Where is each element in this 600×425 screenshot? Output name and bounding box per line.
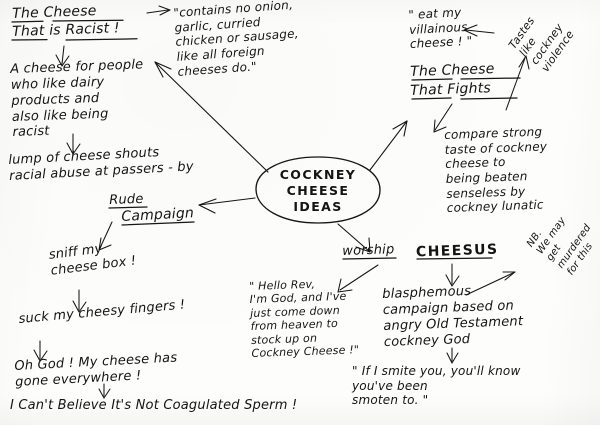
arrowhead-rude bbox=[198, 198, 217, 214]
center-node-line2: CHEESE bbox=[286, 183, 350, 198]
arrowhead-cheesus-quote2 bbox=[446, 352, 459, 364]
branch-fights-heading-line2: That Fights bbox=[410, 80, 492, 99]
arrowhead-fights bbox=[392, 120, 408, 137]
arrowhead-cheesus-detail bbox=[445, 274, 460, 287]
arrowhead-fights-detail bbox=[433, 119, 447, 133]
branch-racist-body: A cheese for people who like dairy produ… bbox=[10, 57, 144, 141]
underline-worship bbox=[342, 257, 397, 260]
arrowhead-slogan4 bbox=[98, 388, 111, 399]
connector-center-to-rude bbox=[198, 197, 256, 206]
underline-fights-cheese bbox=[460, 77, 521, 80]
branch-rude-heading-line1: Rude bbox=[109, 191, 144, 208]
branch-fights-heading-line1: The Cheese bbox=[410, 61, 495, 80]
connector-center-to-fights bbox=[369, 120, 408, 171]
arrowhead-cheesus bbox=[355, 237, 371, 253]
arrowhead-worship-quote bbox=[337, 278, 353, 293]
arrow-racist-heading-to-body bbox=[61, 45, 65, 65]
arrowhead-slogan3 bbox=[33, 349, 48, 362]
arrowhead-cheesus-margin bbox=[502, 271, 516, 281]
branch-cheesus-quote-2: " If I smite you, you'll know you've bee… bbox=[352, 364, 521, 408]
underline-campaign bbox=[121, 221, 195, 226]
branch-cheesus-detail: blasphemous campaign based on angry Old … bbox=[382, 283, 524, 350]
arrowhead-racist-detail bbox=[66, 142, 81, 155]
arrow-fights-to-quote bbox=[465, 29, 495, 34]
connector-center-to-cheesus bbox=[337, 223, 371, 253]
arrowhead-racist bbox=[154, 61, 172, 78]
underline-racist-the bbox=[11, 20, 44, 23]
arrow-racist-to-quote bbox=[146, 9, 169, 14]
arrow-fights-to-detail bbox=[434, 103, 453, 131]
branch-rude-slogan-4: I Can't Believe It's Not Coagulated Sper… bbox=[10, 398, 298, 413]
center-node-line1: COCKNEY bbox=[279, 167, 357, 182]
underline-racist-racist bbox=[65, 38, 138, 41]
arrow-rude-to-slogan1 bbox=[99, 221, 113, 249]
branch-cheesus-heading-line1: worship bbox=[342, 242, 395, 259]
underline-fights-fights bbox=[460, 97, 518, 100]
center-node-line3: IDEAS bbox=[293, 199, 343, 214]
arrowhead-racist-body bbox=[55, 54, 70, 67]
arrowhead-racist-quote bbox=[158, 5, 171, 16]
arrow-cheesus-to-margin bbox=[465, 272, 514, 296]
center-node-ellipse bbox=[255, 156, 381, 224]
underline-rude bbox=[108, 206, 148, 209]
arrowhead-fights-margin bbox=[518, 55, 530, 70]
arrowhead-fights-quote bbox=[463, 24, 478, 37]
branch-fights-quote: " eat my villainous cheese ! " bbox=[408, 5, 473, 52]
arrowhead-slogan2 bbox=[72, 300, 87, 313]
arrow-fights-to-margin bbox=[505, 57, 526, 111]
underline-fights-that bbox=[411, 97, 452, 100]
branch-racist-heading-line1: The Cheese bbox=[12, 3, 97, 22]
branch-fights-detail: compare strong taste of cockney cheese t… bbox=[444, 124, 548, 216]
underline-racist-cheese bbox=[52, 19, 124, 22]
branch-cheesus-quote: " Hello Rev, I'm God, and I've just come… bbox=[249, 277, 360, 360]
arrowhead-rude-slogan1 bbox=[98, 237, 112, 251]
connector-center-to-racist bbox=[154, 61, 269, 173]
underline-cheesus bbox=[416, 257, 493, 260]
branch-cheesus-heading-line2: CHEESUS bbox=[415, 241, 499, 261]
branch-racist-quote: "contains no onion, garlic, curried chic… bbox=[173, 0, 300, 79]
arrow-worship-to-quote bbox=[339, 264, 379, 291]
underline-fights-the bbox=[411, 78, 453, 81]
